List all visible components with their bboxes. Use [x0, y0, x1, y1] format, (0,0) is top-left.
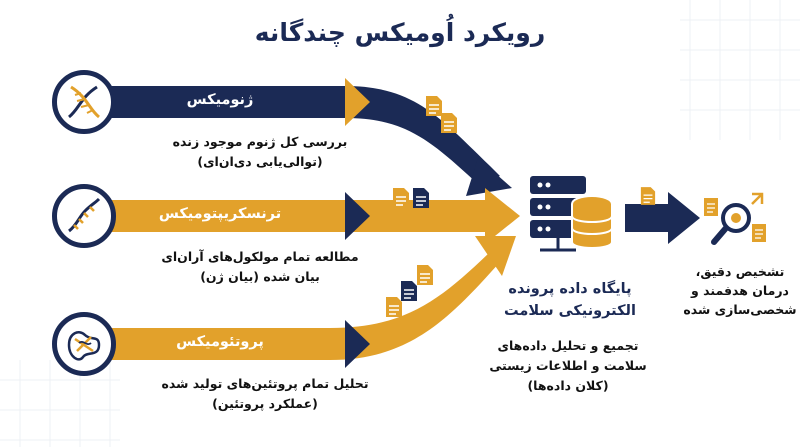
- transcriptomics-description-line1: مطالعه تمام مولکول‌های آران‌ای: [161, 249, 359, 264]
- document-icon: [417, 265, 433, 285]
- transcriptomics-arrowhead: [345, 192, 370, 240]
- hub-title-line1: پایگاه داده پرونده: [508, 281, 632, 297]
- transcriptomics-description: مطالعه تمام مولکول‌های آران‌ای بیان شده …: [150, 247, 370, 287]
- hub-title: پایگاه داده پرونده الکترونیکی سلامت: [480, 278, 660, 322]
- genomics-curve-head: [466, 158, 512, 196]
- proteomics-arrowhead: [345, 320, 370, 368]
- genomics-description-line2: (توالی‌یابی دی‌ان‌ای): [197, 154, 323, 169]
- proteomics-label: پروتئومیکس: [176, 334, 264, 350]
- hub-description-line2: سلامت و اطلاعات زیستی: [489, 358, 647, 373]
- transcriptomics-head: [485, 188, 520, 244]
- magnifier-target-icon: [704, 192, 766, 245]
- genomics-arrowhead: [345, 78, 370, 126]
- proteomics-icon-circle: [52, 312, 116, 376]
- proteomics-description: تحلیل تمام پروتئین‌های تولید شده (عملکرد…: [150, 374, 380, 414]
- proteomics-description-line1: تحلیل تمام پروتئین‌های تولید شده: [161, 376, 369, 391]
- outcome-line1: تشخیص دقیق،: [695, 264, 785, 279]
- rna-icon: [68, 197, 101, 233]
- genomics-label: ژنومیکس: [186, 92, 254, 108]
- hub-description: تجمیع و تحلیل داده‌های سلامت و اطلاعات ز…: [478, 336, 658, 396]
- hub-description-line1: تجمیع و تحلیل داده‌های: [497, 338, 639, 353]
- proteomics-band: [105, 252, 500, 360]
- document-icon: [393, 188, 409, 208]
- document-icon: [640, 187, 656, 205]
- transcriptomics-description-line2: بیان شده (بیان ژن): [200, 269, 320, 284]
- document-icon: [401, 281, 417, 301]
- transcriptomics-icon-circle: [52, 184, 116, 248]
- genomics-description: بررسی کل ژنوم موجود زنده (توالی‌یابی دی‌…: [150, 132, 370, 172]
- genomics-icon-circle: [52, 70, 116, 134]
- document-icon: [386, 297, 402, 317]
- hub-description-line3: (کلان داده‌ها): [527, 378, 609, 393]
- outcome-label: تشخیص دقیق، درمان هدفمند و شخصی‌سازی شده: [682, 262, 798, 319]
- dna-icon: [68, 85, 100, 119]
- page-title: رویکرد اُومیکس چندگانه: [254, 18, 546, 47]
- hub-title-line2: الکترونیکی سلامت: [504, 303, 636, 319]
- document-icon: [413, 188, 429, 208]
- database-server-icon: [530, 176, 613, 252]
- document-icon: [441, 113, 457, 133]
- outcome-line3: شخصی‌سازی شده: [683, 302, 797, 317]
- protein-icon: [67, 331, 101, 361]
- proteomics-curve-head: [475, 236, 516, 276]
- document-icon: [426, 96, 442, 116]
- genomics-band: [105, 86, 500, 184]
- output-band: [625, 192, 700, 244]
- transcriptomics-label: ترنسکریپتومیکس: [158, 206, 282, 222]
- outcome-line2: درمان هدفمند و: [691, 283, 789, 298]
- genomics-description-line1: بررسی کل ژنوم موجود زنده: [172, 134, 348, 149]
- proteomics-description-line2: (عملکرد پروتئین): [212, 396, 318, 411]
